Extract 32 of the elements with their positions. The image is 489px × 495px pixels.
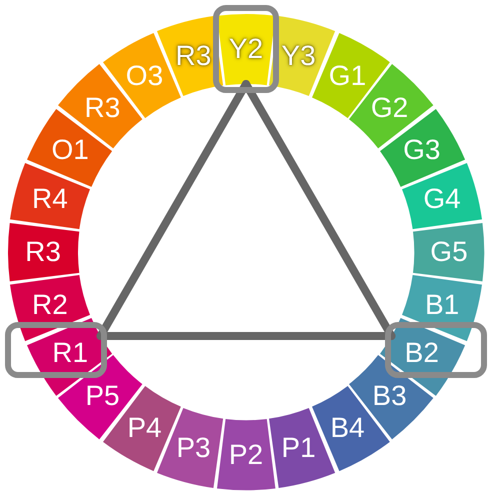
- segment-label: R1: [52, 339, 88, 368]
- segment-label: R2: [32, 290, 68, 319]
- color-segment: [216, 14, 276, 86]
- color-segment: [412, 222, 484, 282]
- segment-label: G5: [430, 238, 468, 266]
- segment-label: P3: [176, 434, 211, 462]
- segment-label: O3: [126, 62, 164, 90]
- segment-label: Y2: [228, 35, 264, 63]
- color-segment: [10, 275, 90, 342]
- segment-label: P5: [85, 382, 120, 410]
- segment-label: R4: [32, 185, 68, 214]
- segment-label: G1: [328, 62, 366, 90]
- segment-label: R3: [25, 238, 61, 266]
- segment-label: B1: [424, 290, 460, 319]
- segment-label: P2: [228, 440, 264, 469]
- segment-label: B3: [372, 382, 407, 410]
- segment-label: O1: [52, 136, 89, 164]
- segment-label: P4: [127, 414, 162, 442]
- segment-label: B4: [330, 414, 365, 442]
- color-segment: [216, 418, 276, 490]
- segment-label: P1: [281, 434, 316, 462]
- color-segment: [402, 162, 482, 229]
- segment-label: G3: [403, 136, 440, 164]
- segment-label: B2: [404, 339, 439, 368]
- color-segment: [10, 162, 90, 229]
- color-segment: [8, 222, 80, 282]
- segment-label: R3: [84, 94, 120, 122]
- connector-line: [96, 80, 250, 340]
- segment-label: Y3: [281, 42, 316, 70]
- segment-label: R3: [176, 42, 212, 70]
- segment-label: G4: [423, 185, 461, 214]
- segment-label: G2: [370, 94, 408, 122]
